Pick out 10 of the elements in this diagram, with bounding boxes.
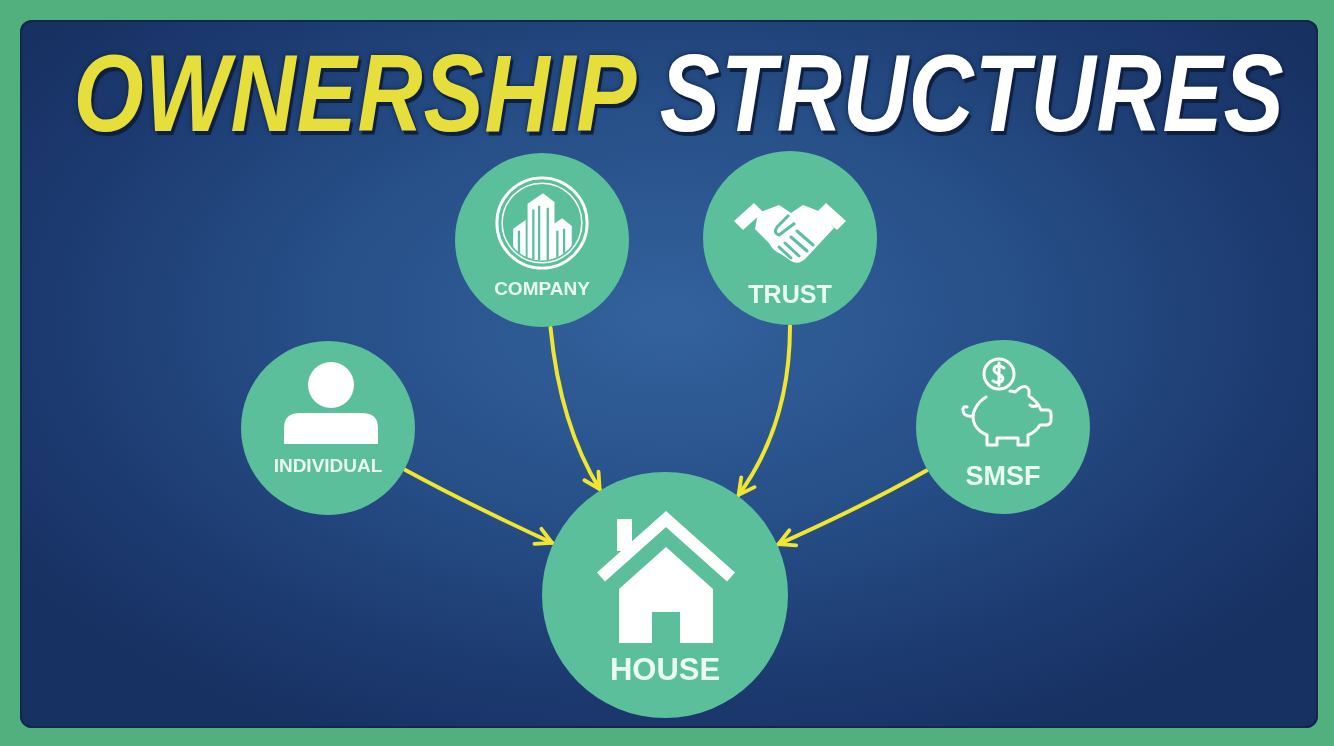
circle-label: TRUST [748,281,832,307]
arrow [403,467,555,546]
arrow [736,324,792,498]
arrow [776,468,929,548]
circle-label: COMPANY [494,278,590,298]
circle-label: INDIVIDUAL [273,455,383,475]
circle-label: HOUSE [609,653,721,685]
circle-label: SMSF [965,462,1041,490]
title: OWNERSHIP STRUCTURES [73,38,1285,148]
arrow [548,325,602,492]
